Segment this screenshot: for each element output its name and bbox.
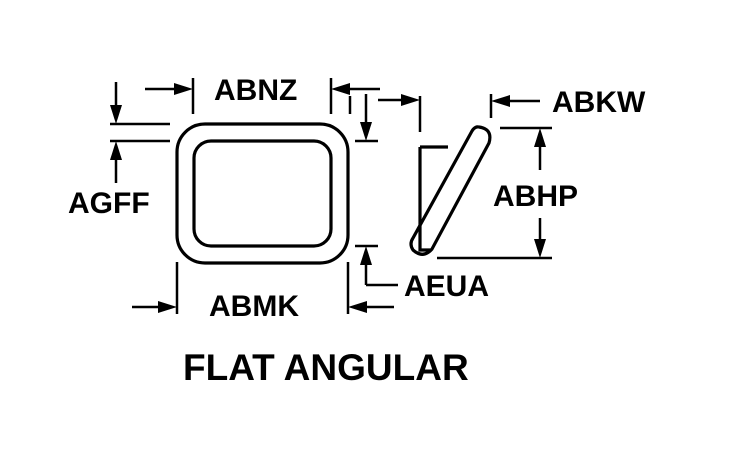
corner-radius-dimension — [348, 94, 422, 143]
corner-arrow-down — [360, 122, 372, 141]
abmk-arrow-left — [348, 301, 367, 313]
ring-inner-outline — [192, 139, 333, 248]
aeua-arrow-up — [360, 246, 372, 265]
abmk-label: ABMK — [209, 290, 299, 323]
diagram-title: FLAT ANGULAR — [183, 347, 469, 388]
corner-arrow-right — [401, 94, 420, 106]
abnz-arrow-right — [331, 83, 350, 95]
abmk-arrow-right — [158, 301, 177, 313]
abnz-label: ABNZ — [214, 74, 297, 107]
agff-label: AGFF — [68, 187, 150, 220]
abhp-label: ABHP — [493, 180, 578, 213]
abkw-label: ABKW — [552, 86, 646, 119]
agff-dimension: AGFF — [68, 82, 170, 220]
abhp-arrow-up — [534, 128, 546, 147]
abkw-dimension: ABKW — [489, 86, 646, 119]
abnz-dimension: ABNZ — [145, 74, 380, 114]
agff-arrow-down — [110, 105, 122, 124]
ring-outer-outline — [175, 122, 350, 265]
abhp-arrow-down — [534, 239, 546, 258]
abnz-arrow-left — [174, 83, 193, 95]
side-view-slanted-bar — [409, 125, 492, 256]
aeua-dimension: AEUA — [355, 244, 489, 303]
abhp-dimension: ABHP — [437, 126, 578, 260]
abmk-dimension: ABMK — [132, 262, 394, 323]
aeua-label: AEUA — [404, 270, 489, 303]
front-view-ring — [175, 122, 350, 265]
abkw-arrow-left — [491, 95, 510, 107]
agff-arrow-up — [110, 141, 122, 160]
side-view-base — [418, 145, 448, 252]
side-view-profile — [409, 125, 492, 256]
